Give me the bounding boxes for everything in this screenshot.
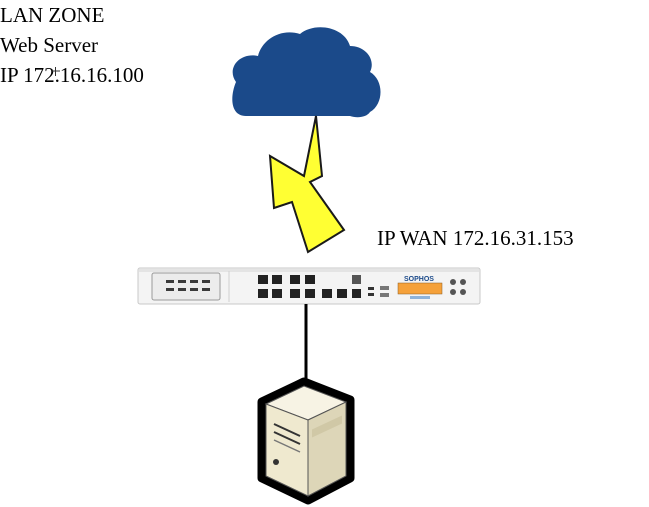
lan-info-block: LAN ZONE Web Server IP 172.16.16.100 — [0, 0, 649, 90]
firewall-brand-text: SOPHOS — [404, 276, 434, 283]
firewall-appliance-icon: SOPHOS — [137, 267, 481, 305]
server-icon — [257, 377, 355, 505]
wan-ip-label: IP WAN 172.16.31.153 — [377, 226, 574, 250]
lan-ip-label: IP 172.16.16.100 — [0, 63, 144, 87]
lightning-bolt-icon — [268, 115, 346, 254]
web-server-label: Web Server — [0, 33, 99, 57]
lan-zone-label: LAN ZONE — [0, 3, 105, 27]
cursor-crosshair-icon — [51, 67, 60, 76]
cloud-icon — [232, 27, 381, 118]
